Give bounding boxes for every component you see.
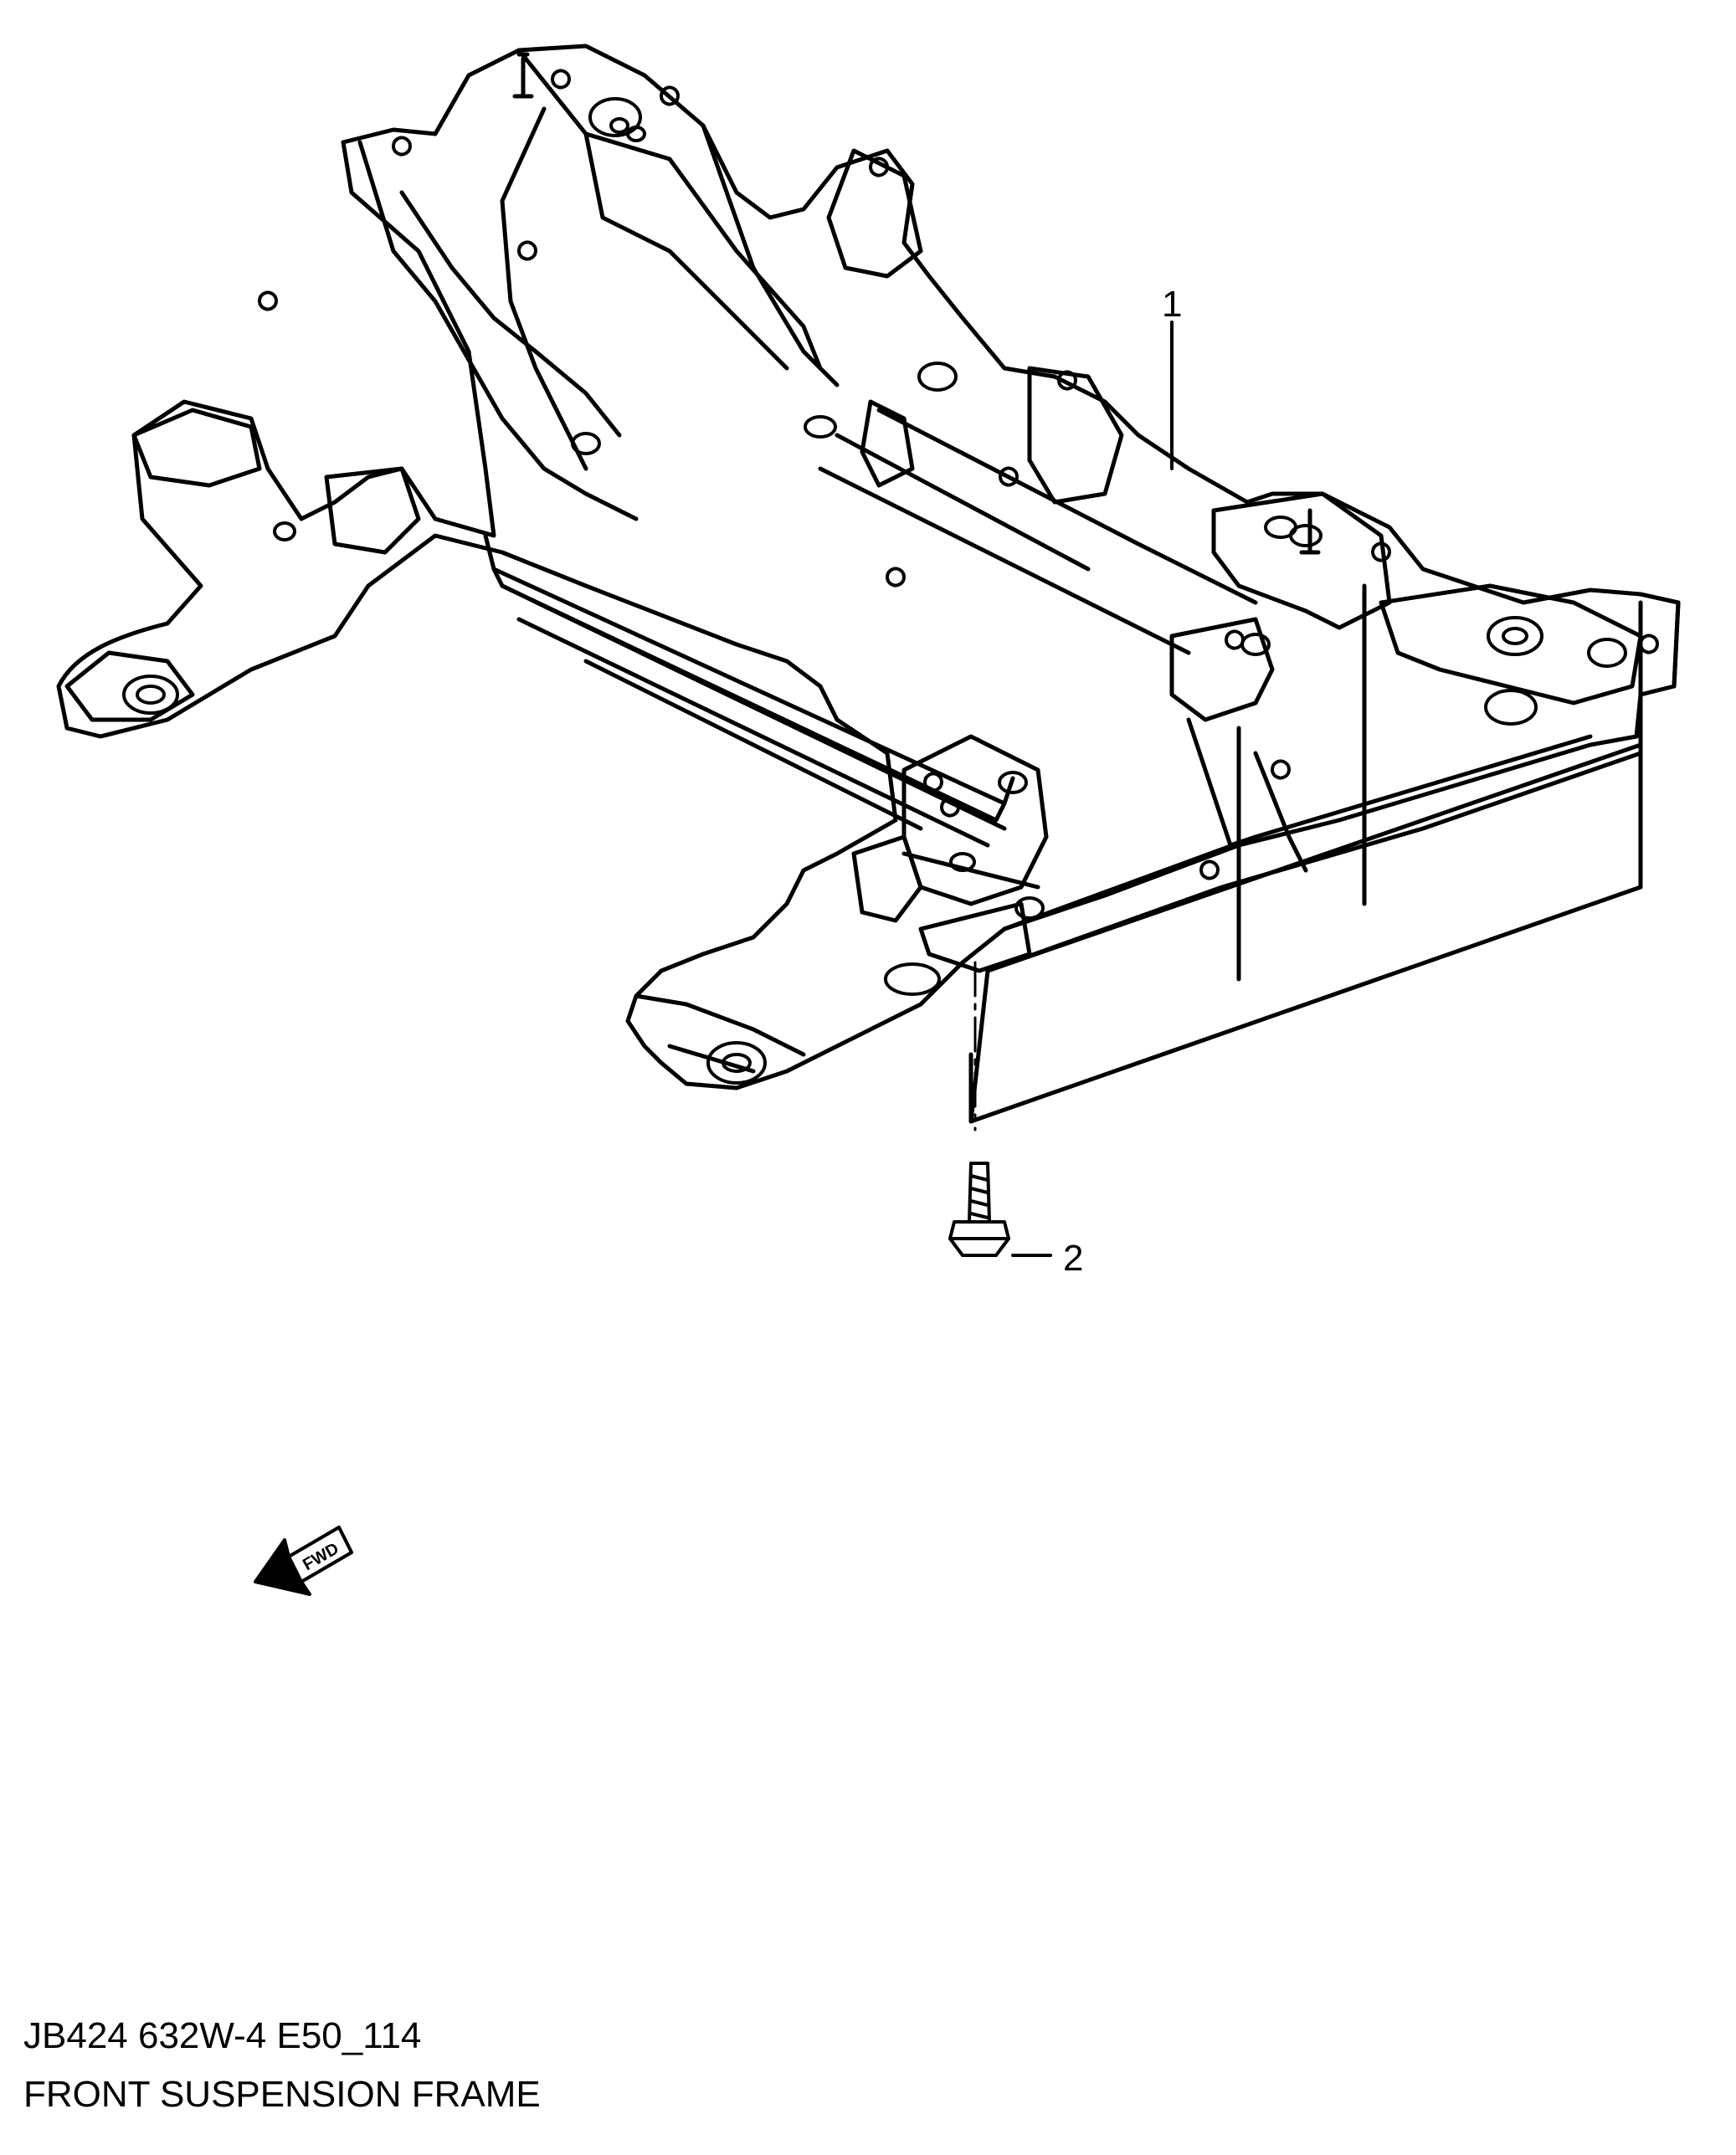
callout-label-1: 1 — [1162, 284, 1182, 325]
frame-bolt — [948, 1162, 1010, 1257]
front-suspension-frame — [56, 44, 1681, 1124]
alignment-lines — [973, 609, 1366, 1131]
fwd-arrow-icon — [254, 1526, 353, 1596]
diagram-code: JB424 632W-4 E50_114 — [23, 2015, 422, 2056]
callout-label-2: 2 — [1063, 1238, 1083, 1279]
callout-leaders — [1011, 321, 1174, 1257]
diagram-title: FRONT SUSPENSION FRAME — [23, 2074, 541, 2115]
